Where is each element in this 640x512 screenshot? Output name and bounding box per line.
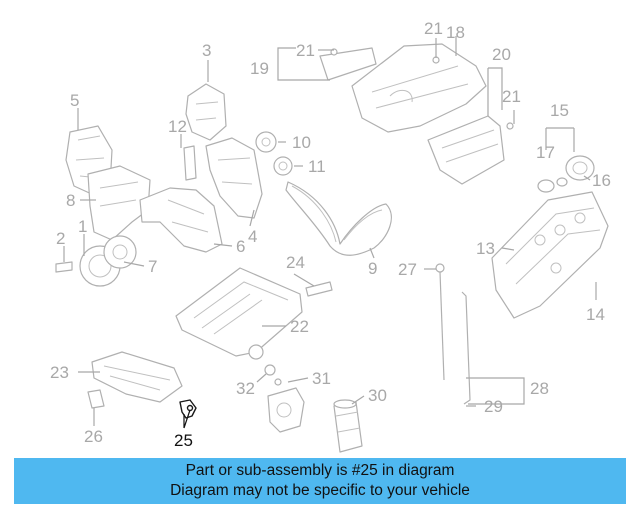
part-oil-filter [333, 399, 363, 453]
callout-14: 14 [586, 305, 605, 324]
part-crank-pulley [79, 235, 137, 287]
leader-lines [63, 36, 597, 429]
callout-21-left: 21 [296, 41, 315, 60]
callout-17: 17 [536, 143, 555, 162]
banner-line-1: Part or sub-assembly is #25 in diagram [185, 462, 455, 479]
callout-28: 28 [530, 379, 549, 398]
callout-25-highlighted: 25 [174, 431, 193, 450]
callout-19: 19 [250, 59, 269, 78]
callout-2: 2 [56, 229, 65, 248]
part-idler-pulleys [255, 131, 293, 176]
callout-22: 22 [290, 317, 309, 336]
callout-3: 3 [202, 41, 211, 60]
callout-32: 32 [236, 379, 255, 398]
callout-24: 24 [286, 253, 305, 272]
part-rear-cover [87, 165, 151, 241]
part-engine-cover [319, 43, 514, 185]
part-ring-32 [264, 364, 276, 376]
callout-11: 11 [308, 157, 326, 176]
callout-27: 27 [398, 260, 417, 279]
callout-18: 18 [446, 23, 465, 42]
part-middle-cover [205, 137, 263, 219]
part-timing-belt [285, 181, 392, 256]
part-bracket-25 [179, 399, 197, 419]
part-valve-cover [491, 191, 609, 319]
part-plate-24 [305, 281, 333, 297]
callout-12: 12 [168, 117, 187, 136]
callout-4: 4 [248, 227, 257, 246]
callout-9: 9 [368, 259, 377, 278]
callout-16: 16 [592, 171, 611, 190]
part-upper-cover [185, 83, 227, 141]
callout-5: 5 [70, 91, 79, 110]
part-oil-pan-upper [175, 267, 303, 360]
callout-15: 15 [550, 101, 569, 120]
callout-13: 13 [476, 239, 495, 258]
callout-6: 6 [236, 237, 245, 256]
callout-23: 23 [50, 363, 69, 382]
part-oil-pan-lower [87, 351, 183, 409]
callout-10: 10 [292, 133, 311, 152]
callout-30: 30 [368, 386, 387, 405]
callout-21-top: 21 [424, 19, 443, 38]
callout-8: 8 [66, 191, 75, 210]
callout-1: 1 [78, 217, 87, 236]
callout-20: 20 [492, 45, 511, 64]
info-banner: Part or sub-assembly is #25 in diagram D… [14, 458, 626, 504]
callout-29: 29 [484, 397, 503, 416]
callout-26: 26 [84, 427, 103, 446]
callout-31: 31 [312, 369, 331, 388]
part-tensioner [183, 145, 197, 181]
part-lower-timing-cover [139, 187, 223, 253]
part-oil-cap [537, 155, 595, 193]
callout-7: 7 [148, 257, 157, 276]
callout-21-right: 21 [502, 87, 521, 106]
banner-line-2: Diagram may not be specific to your vehi… [170, 482, 470, 499]
part-filter-housing [267, 378, 305, 433]
part-bolt-2 [55, 261, 73, 273]
callout-labels: 5 3 12 10 11 8 2 1 4 6 7 9 24 22 23 26 3… [50, 19, 611, 450]
part-dipstick [435, 263, 471, 405]
